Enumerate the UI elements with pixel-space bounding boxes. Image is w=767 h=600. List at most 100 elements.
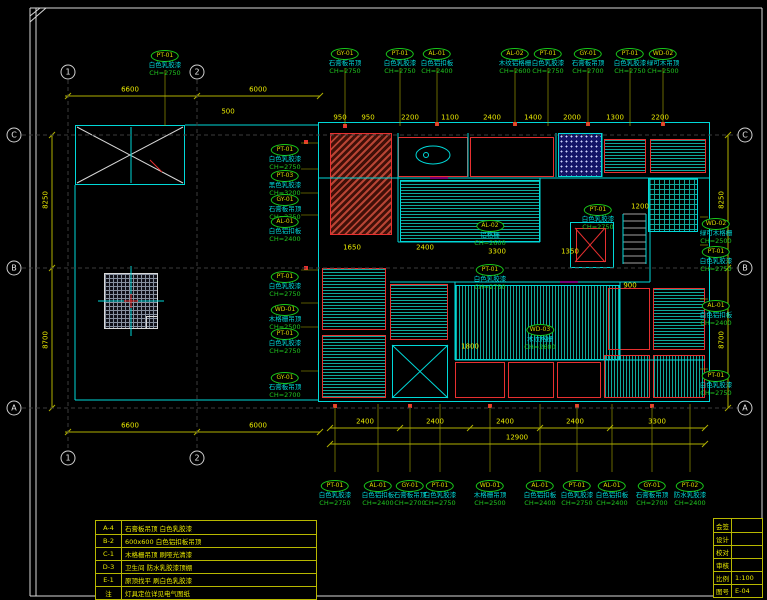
finish-material-label: 白色乳胶漆 [699,257,733,265]
ceiling-height-label: CH=2750 [700,388,732,397]
dim-text: 1350 [561,247,579,256]
leader-anchor-mark [488,404,492,408]
finish-code: GY-01 [638,480,666,492]
room-bottom-5 [653,355,705,398]
finish-material-label: 白色乳胶漆 [268,282,302,290]
axis-bubble: A [6,400,22,416]
legend-table-cell-desc: 卫生间 防水乳胶漆顶棚 [125,564,193,572]
finish-material-label: 木纹铝格栅 [498,59,532,67]
dim-tick [193,92,201,100]
ceiling-height-label: CH=2500 [647,66,679,75]
dim-text: 900 [623,281,637,290]
ceiling-height-label: CH=2750 [424,498,456,507]
shaft-inner [576,228,606,262]
legend-table-cell-desc: 灯具定位详见电气图纸 [125,590,190,598]
dim-tick [724,404,732,412]
finish-material-label: 白色铝扣板 [361,491,395,499]
ceiling-height-label: CH=2700 [636,498,668,507]
room-bottom-3 [557,362,601,398]
finish-code: PT-01 [702,370,730,382]
dim-text: 1200 [631,202,649,211]
dim-text: 2400 [356,417,374,426]
dim-text: 950 [361,113,375,122]
dim-tick [606,424,614,432]
dim-text: 6600 [121,421,139,430]
leader-anchor-mark [304,266,308,270]
ceiling-height-label: CH=2750 [561,498,593,507]
dim-text: 8250 [717,191,726,209]
room-mid-a [390,284,448,340]
finish-material-label: 白色乳胶漆 [423,491,457,499]
titleblock-table-cell-desc [732,533,762,545]
titleblock-table-cell-desc [732,546,762,558]
plan-line [29,7,47,23]
axis-bubble: C [6,127,22,143]
room-bottom-2 [508,362,554,398]
dim-tick [701,424,709,432]
ceiling-height-label: CH=2750 [319,498,351,507]
finish-material-label: 石膏板吊顶 [328,59,362,67]
dim-tick [193,428,201,436]
finish-material-label: 白色乳胶漆 [148,61,182,69]
legend-table-cell-code: A-4 [96,521,122,534]
titleblock-table-cell-desc [732,519,762,532]
dim-text: 8250 [41,191,50,209]
dim-text: 2200 [651,113,669,122]
dim-text: 1400 [524,113,542,122]
finish-code: GY-01 [396,480,424,492]
legend-table-cell-desc: 石膏板吊顶 白色乳胶漆 [125,524,193,533]
finish-material-label: 白色铝扣板 [595,491,629,499]
finish-code: GY-01 [271,194,299,206]
finish-code: AL-01 [598,480,626,492]
finish-code: PT-01 [271,144,299,156]
legend-table-cell-code: B-2 [96,535,122,547]
dim-tick [48,131,56,139]
finish-material-label: 白色乳胶漆 [383,59,417,67]
axis-bubble: B [737,260,753,276]
dim-text: 2400 [483,113,501,122]
mosaic-room [648,178,698,232]
legend-table-cell-code: C-1 [96,548,122,560]
room-left-b [322,335,386,398]
titleblock-table-cell-code: 比例 [714,572,732,584]
finish-code: AL-02 [501,48,529,60]
finish-material-label: 石膏板吊顶 [635,491,669,499]
dim-tick [326,440,334,448]
titleblock-table-cell-code: 图号 [714,585,732,597]
legend-table-cell-desc: 木格栅吊顶 刷哑光清漆 [125,551,193,559]
dim-tick [396,424,404,432]
room-top-mid [470,137,554,177]
finish-code: PT-02 [676,480,704,492]
titleblock-table-row: 设计 [714,532,762,545]
dim-tick [326,424,334,432]
ceiling-height-label: CH=2700 [269,390,301,399]
ceiling-height-label: CH=2400 [700,318,732,327]
dim-tick [48,404,56,412]
finish-material-label: 石膏板吊顶 [571,59,605,67]
finish-code: WD-02 [702,218,730,230]
ceiling-height-label: CH=2500 [269,322,301,331]
ceiling-height-label: CH=2400 [596,498,628,507]
ceiling-height-label: CH=2750 [614,66,646,75]
leader-anchor-mark [304,140,308,144]
ceiling-height-label: CH=2400 [674,498,706,507]
